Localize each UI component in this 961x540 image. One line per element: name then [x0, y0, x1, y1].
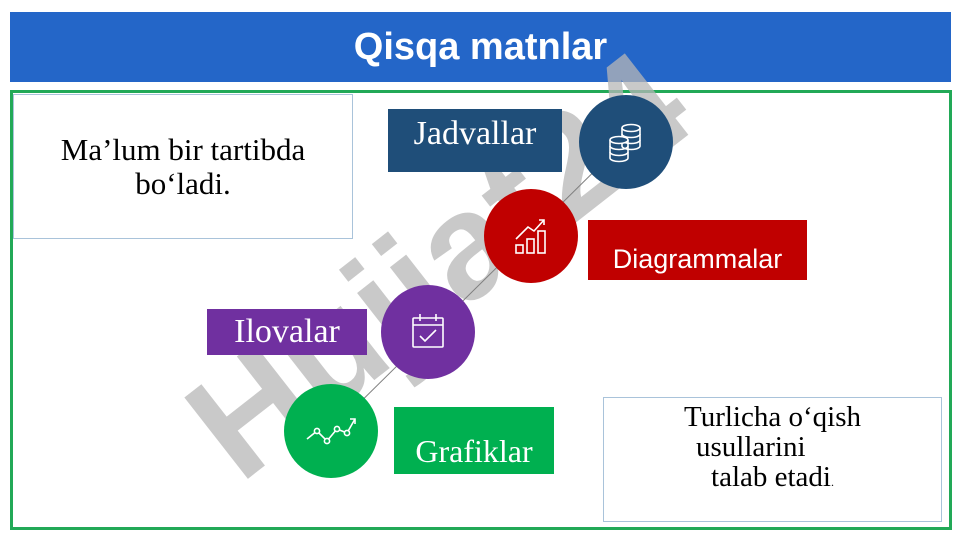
- label-diagrammalar: Diagrammalar: [588, 220, 807, 280]
- label-grafiklar-text: Grafiklar: [415, 433, 533, 469]
- title-bar: Qisqa matnlar: [10, 12, 951, 82]
- content-frame: [10, 90, 952, 530]
- right-box-trail: .: [830, 475, 834, 489]
- right-box-line2: usullarini: [696, 431, 806, 463]
- right-box-line3-wrap: talab etadi.: [604, 462, 941, 497]
- calendar-check-icon: [412, 314, 444, 348]
- circle-ilovalar: [381, 285, 475, 379]
- database-icon: [609, 123, 641, 163]
- growth-chart-icon: [515, 219, 546, 254]
- line-graph-icon: [306, 418, 356, 445]
- right-text-box: Turlicha o‘qish usullarini talab etadi.: [603, 397, 942, 522]
- page-title: Qisqa matnlar: [353, 25, 608, 68]
- circle-diagrammalar: [484, 189, 578, 283]
- circle-jadvallar: [579, 95, 673, 189]
- label-ilovalar-text: Ilovalar: [234, 313, 340, 350]
- circle-grafiklar: [284, 384, 378, 478]
- label-jadvallar-text: Jadvallar: [413, 115, 537, 152]
- right-box-line3: talab etadi: [711, 461, 831, 493]
- left-text-box: Ma’lum bir tartibda bo‘ladi.: [13, 94, 353, 239]
- label-grafiklar: Grafiklar: [394, 407, 554, 474]
- label-jadvallar: Jadvallar: [388, 109, 562, 172]
- right-box-line1: Turlicha o‘qish: [684, 401, 861, 433]
- left-box-text: Ma’lum bir tartibda bo‘ladi.: [60, 131, 306, 201]
- label-diagrammalar-text: Diagrammalar: [612, 244, 783, 274]
- label-ilovalar: Ilovalar: [207, 309, 367, 355]
